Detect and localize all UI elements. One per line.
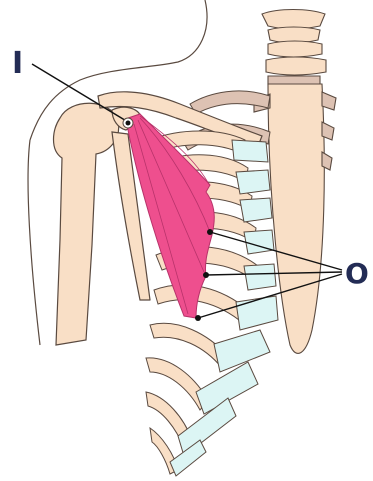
- humerus: [54, 103, 119, 345]
- origin-label: O: [345, 257, 369, 290]
- insertion-label: I: [12, 46, 23, 81]
